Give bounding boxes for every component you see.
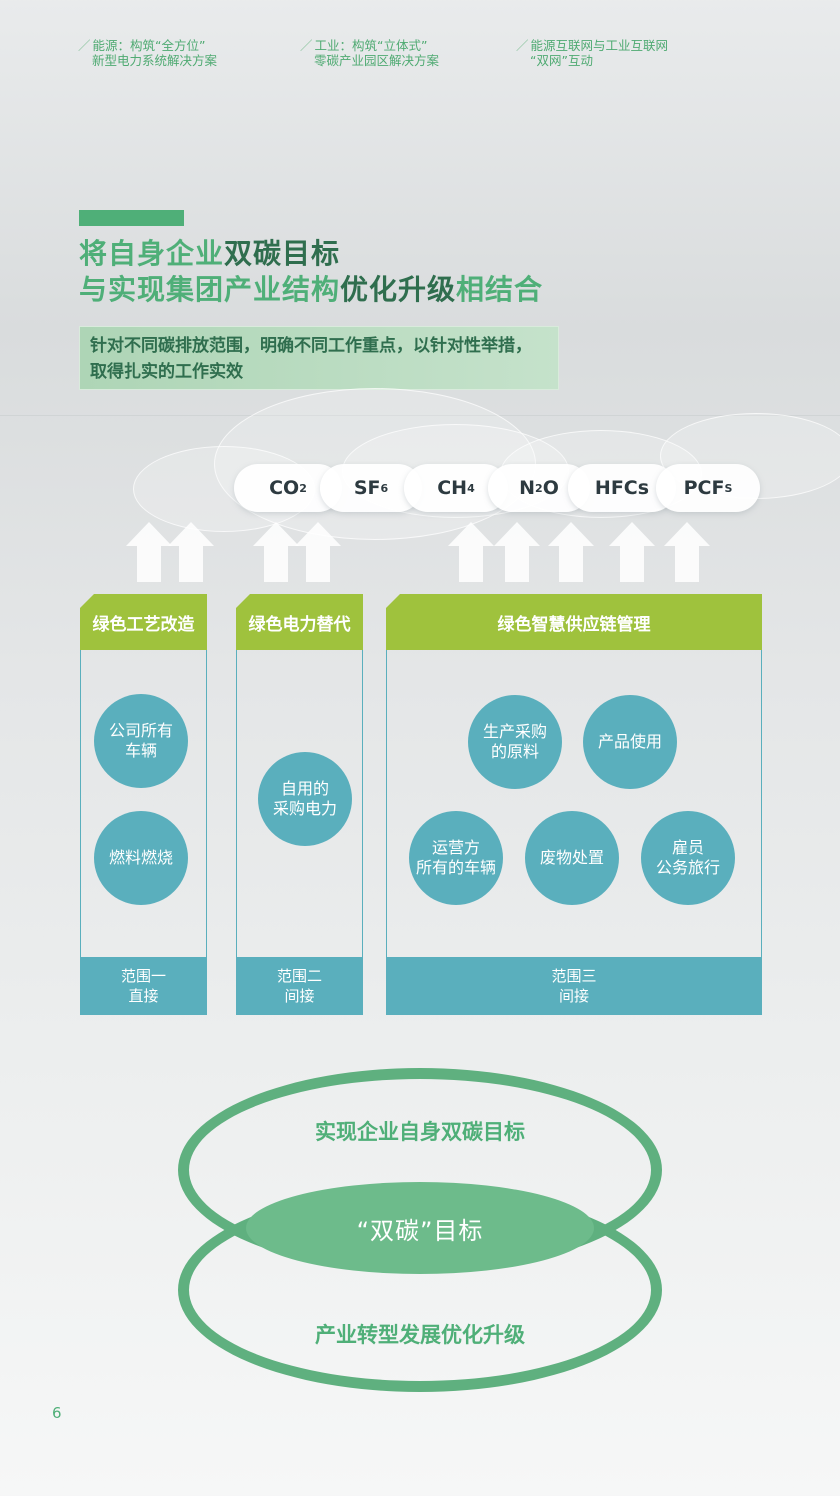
up-arrow-icon [126,522,172,582]
scope-label: 范围一 [120,967,166,985]
nav-item-industry[interactable]: ／工业：构筑“立体式” 零碳产业园区解决方案 [300,38,439,68]
column-header-green-supply-chain: 绿色智慧供应链管理 [386,594,762,650]
gas-subscript: 2 [299,481,307,495]
column-body-scope-2 [236,650,363,957]
source-circle: 雇员 公务旅行 [641,811,735,905]
nav-item-industry-line2: 零碳产业园区解决方案 [314,53,440,68]
column-header-green-process: 绿色工艺改造 [80,594,207,650]
slash-icon: ／ [300,38,313,53]
nav-item-dual-network-line2: “双网”互动 [530,53,593,68]
source-circle: 产品使用 [583,695,677,789]
up-arrow-icon [253,522,299,582]
source-circle: 自用的 采购电力 [258,752,352,846]
gas-formula: CO [269,477,300,499]
up-arrow-icon [664,522,710,582]
gas-formula: N [519,477,536,499]
title-emphasis: 双碳目标 [224,237,341,270]
column-body-scope-3 [386,650,762,957]
dual-carbon-core: “双碳”目标 [246,1182,594,1274]
source-circle: 燃料燃烧 [94,811,188,905]
up-arrow-icon [548,522,594,582]
gas-subscript: 2 [535,481,543,495]
gas-formula: HFCs [594,477,650,499]
source-circle: 生产采购 的原料 [468,695,562,789]
source-circle: 废物处置 [525,811,619,905]
gas-subscript: 6 [380,481,389,495]
nav-item-energy[interactable]: ／能源：构筑“全方位” 新型电力系统解决方案 [78,38,217,68]
source-circle: 运营方 所有的车辆 [409,811,503,905]
up-arrow-icon [494,522,540,582]
gas-formula: PCF [683,477,725,499]
gas-subscript: S [724,481,733,495]
up-arrow-icon [609,522,655,582]
scope-label: 范围三 [551,967,597,985]
gas-subscript: 4 [467,481,475,495]
title-part: 与实现集团产业结构 [79,273,341,306]
heading-accent-bar [79,210,184,226]
up-arrow-icon [448,522,494,582]
title-emphasis: 优化升级 [340,273,457,306]
nav-item-industry-line1: 工业：构筑“立体式” [314,38,428,53]
page-number: 6 [52,1404,62,1422]
column-header-green-power: 绿色电力替代 [236,594,363,650]
scope-type: 间接 [284,987,315,1005]
nav-item-energy-line1: 能源：构筑“全方位” [92,38,206,53]
up-arrow-icon [168,522,214,582]
scope-type: 间接 [558,987,589,1005]
scope-footer-1: 范围一 直接 [80,957,207,1015]
column-body-scope-1 [80,650,207,957]
nav-item-dual-network[interactable]: ／能源互联网与工业互联网 “双网”互动 [516,38,668,68]
nav-item-dual-network-line1: 能源互联网与工业互联网 [530,38,669,53]
gas-formula-tail: O [542,477,559,499]
gas-formula: SF [353,477,381,499]
subtitle-box: 针对不同碳排放范围，明确不同工作重点，以针对性举措，取得扎实的工作实效 [79,326,559,390]
title-part: 相结合 [456,273,544,306]
ring-label-bottom: 产业转型发展优化升级 [315,1323,525,1347]
nav-item-energy-line2: 新型电力系统解决方案 [92,53,218,68]
scope-footer-2: 范围二 间接 [236,957,363,1015]
scope-footer-3: 范围三 间接 [386,957,762,1015]
source-circle: 公司所有 车辆 [94,694,188,788]
slash-icon: ／ [516,38,529,53]
gas-formula: CH [437,477,468,499]
up-arrow-icon [295,522,341,582]
scope-label: 范围二 [276,967,322,985]
scope-type: 直接 [128,987,159,1005]
slash-icon: ／ [78,38,91,53]
ring-label-top: 实现企业自身双碳目标 [315,1120,525,1144]
page-title: 将自身企业双碳目标 与实现集团产业结构优化升级相结合 [79,236,543,308]
title-part: 将自身企业 [79,237,225,270]
